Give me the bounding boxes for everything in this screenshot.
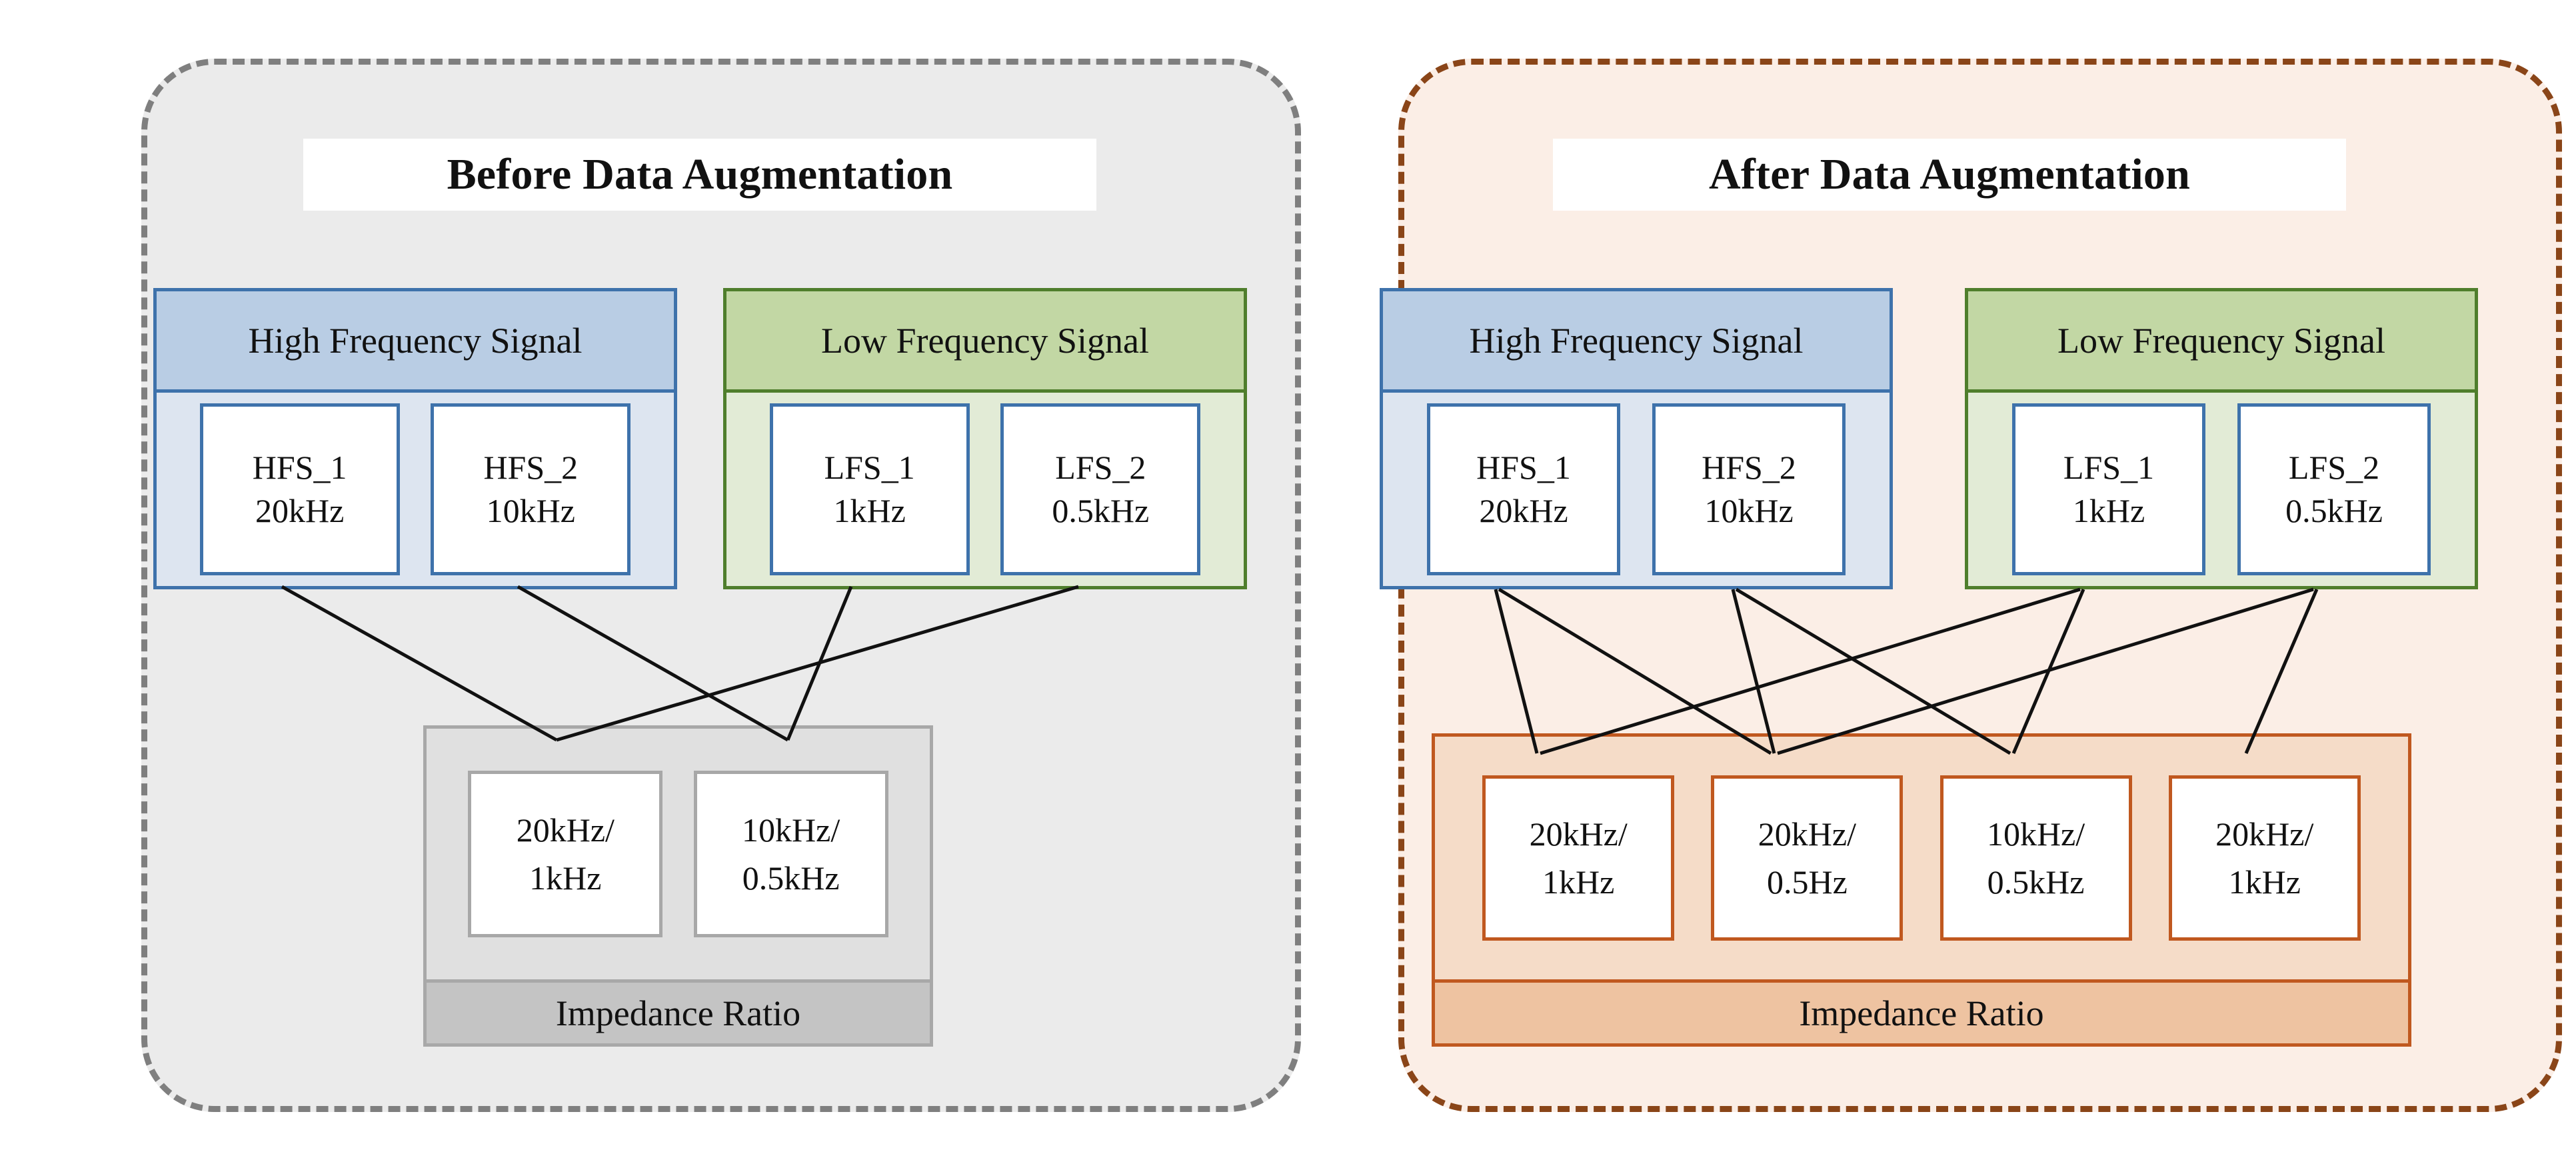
before-chip-lfs-2[interactable]: LFS_2 0.5kHz xyxy=(1000,403,1201,575)
before-ratio-chip-1-numerator: 20kHz/ xyxy=(516,811,615,849)
after-ratio-chip-1[interactable]: 20kHz/ 1kHz xyxy=(1482,775,1675,941)
after-ratio-chip-4-denominator: 1kHz xyxy=(2228,863,2301,901)
after-ratio-chip-3[interactable]: 10kHz/ 0.5kHz xyxy=(1939,775,2132,941)
before-ratio-chip-1[interactable]: 20kHz/ 1kHz xyxy=(468,771,663,937)
before-chip-lfs-2-freq: 0.5kHz xyxy=(1052,492,1150,529)
after-ratio-chip-4[interactable]: 20kHz/ 1kHz xyxy=(2168,775,2361,941)
after-chip-hfs-1[interactable]: HFS_1 20kHz xyxy=(1427,403,1620,575)
before-ratio-chip-2-denominator: 0.5kHz xyxy=(742,859,840,897)
after-group-high-frequency-header: High Frequency Signal xyxy=(1383,291,1890,393)
before-chip-lfs-1[interactable]: LFS_1 1kHz xyxy=(769,403,970,575)
before-ratio-chip-1-denominator: 1kHz xyxy=(529,859,602,897)
before-group-low-frequency-body: LFS_1 1kHz LFS_2 0.5kHz xyxy=(726,393,1244,586)
before-group-high-frequency-body: HFS_1 20kHz HFS_2 10kHz xyxy=(157,393,674,586)
before-chip-hfs-2-freq: 10kHz xyxy=(486,492,575,529)
after-impedance-body: 20kHz/ 1kHz 20kHz/ 0.5Hz 10kHz/ 0.5kHz 2… xyxy=(1435,737,2408,979)
after-ratio-chip-1-numerator: 20kHz/ xyxy=(1529,815,1628,853)
after-chip-lfs-2[interactable]: LFS_2 0.5kHz xyxy=(2237,403,2431,575)
before-ratio-chip-2[interactable]: 10kHz/ 0.5kHz xyxy=(693,771,888,937)
after-group-low-frequency-header: Low Frequency Signal xyxy=(1968,291,2475,393)
before-chip-hfs-1-freq: 20kHz xyxy=(255,492,345,529)
after-chip-hfs-1-name: HFS_1 xyxy=(1476,449,1571,486)
before-chip-hfs-1[interactable]: HFS_1 20kHz xyxy=(199,403,400,575)
after-chip-lfs-1-name: LFS_1 xyxy=(2063,449,2155,486)
after-chip-hfs-2-name: HFS_2 xyxy=(1702,449,1796,486)
before-chip-hfs-2[interactable]: HFS_2 10kHz xyxy=(431,403,631,575)
before-chip-lfs-1-name: LFS_1 xyxy=(824,449,915,486)
after-ratio-chip-2-numerator: 20kHz/ xyxy=(1758,815,1856,853)
after-ratio-chip-2-denominator: 0.5Hz xyxy=(1766,863,1848,901)
before-chip-lfs-1-freq: 1kHz xyxy=(833,492,906,529)
after-group-high-frequency: High Frequency Signal HFS_1 20kHz HFS_2 … xyxy=(1380,288,1893,589)
after-group-low-frequency-body: LFS_1 1kHz LFS_2 0.5kHz xyxy=(1968,393,2475,586)
after-chip-lfs-2-name: LFS_2 xyxy=(2288,449,2380,486)
after-ratio-chip-2[interactable]: 20kHz/ 0.5Hz xyxy=(1711,775,1904,941)
after-chip-hfs-1-freq: 20kHz xyxy=(1479,492,1568,529)
after-ratio-chip-3-denominator: 0.5kHz xyxy=(1987,863,2085,901)
after-group-low-frequency: Low Frequency Signal LFS_1 1kHz LFS_2 0.… xyxy=(1965,288,2478,589)
before-impedance-container: 20kHz/ 1kHz 10kHz/ 0.5kHz Impedance Rati… xyxy=(423,725,933,1047)
after-chip-lfs-1[interactable]: LFS_1 1kHz xyxy=(2012,403,2205,575)
after-chip-hfs-2[interactable]: HFS_2 10kHz xyxy=(1652,403,1846,575)
after-chip-hfs-2-freq: 10kHz xyxy=(1704,492,1794,529)
before-group-high-frequency-header: High Frequency Signal xyxy=(157,291,674,393)
before-impedance-body: 20kHz/ 1kHz 10kHz/ 0.5kHz xyxy=(427,729,930,979)
before-group-high-frequency: High Frequency Signal HFS_1 20kHz HFS_2 … xyxy=(153,288,677,589)
before-impedance-footer: Impedance Ratio xyxy=(427,979,930,1043)
after-group-high-frequency-body: HFS_1 20kHz HFS_2 10kHz xyxy=(1383,393,1890,586)
before-chip-hfs-2-name: HFS_2 xyxy=(483,449,579,486)
after-ratio-chip-1-denominator: 1kHz xyxy=(1542,863,1615,901)
before-chip-lfs-2-name: LFS_2 xyxy=(1055,449,1146,486)
after-chip-lfs-1-freq: 1kHz xyxy=(2072,492,2145,529)
before-chip-hfs-1-name: HFS_1 xyxy=(252,449,347,486)
after-ratio-chip-3-numerator: 10kHz/ xyxy=(1986,815,2085,853)
after-impedance-container: 20kHz/ 1kHz 20kHz/ 0.5Hz 10kHz/ 0.5kHz 2… xyxy=(1432,733,2411,1047)
panel-title-after: After Data Augmentation xyxy=(1553,139,2346,211)
before-group-low-frequency: Low Frequency Signal LFS_1 1kHz LFS_2 0.… xyxy=(723,288,1247,589)
before-ratio-chip-2-numerator: 10kHz/ xyxy=(742,811,840,849)
after-ratio-chip-4-numerator: 20kHz/ xyxy=(2215,815,2314,853)
before-group-low-frequency-header: Low Frequency Signal xyxy=(726,291,1244,393)
after-impedance-footer: Impedance Ratio xyxy=(1435,979,2408,1043)
after-chip-lfs-2-freq: 0.5kHz xyxy=(2285,492,2383,529)
panel-title-before: Before Data Augmentation xyxy=(303,139,1096,211)
